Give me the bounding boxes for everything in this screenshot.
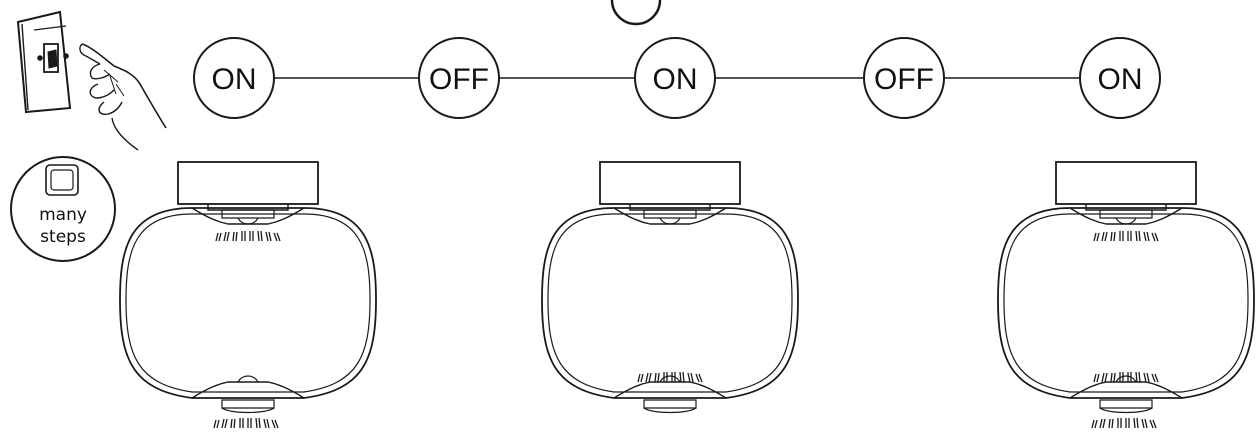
lamp-3-bottom-mid-glow: [1093, 371, 1159, 383]
sequence-node-1: ON: [193, 37, 275, 119]
sequence-node-2: OFF: [418, 37, 500, 119]
badge-line-2: steps: [40, 227, 86, 247]
sequence-label-2: OFF: [429, 63, 489, 96]
sequence-label-1: ON: [212, 63, 257, 96]
cropped-circle-top: [610, 0, 662, 26]
lamp-2: [541, 161, 799, 414]
sequence-node-4: OFF: [863, 37, 945, 119]
lamp-1: [119, 161, 377, 429]
lamp-1-top-glow: [215, 230, 281, 242]
wall-switch-hand-icon: [16, 10, 167, 151]
many-steps-badge: many steps: [10, 156, 116, 262]
sequence-node-5: ON: [1079, 37, 1161, 119]
sequence-label-5: ON: [1098, 63, 1143, 96]
sequence-node-3: ON: [634, 37, 716, 119]
badge-line-1: many: [39, 205, 87, 225]
sequence-label-4: OFF: [874, 63, 934, 96]
lamp-2-bottom-glow: [637, 371, 703, 383]
sequence-label-3: ON: [653, 63, 698, 96]
lamp-1-bottom-glow: [213, 417, 279, 429]
lamp-3-bottom-glow: [1091, 417, 1157, 429]
lamp-3-top-glow: [1093, 230, 1159, 242]
square-button-icon: [45, 164, 79, 196]
lamp-3: [997, 161, 1255, 429]
